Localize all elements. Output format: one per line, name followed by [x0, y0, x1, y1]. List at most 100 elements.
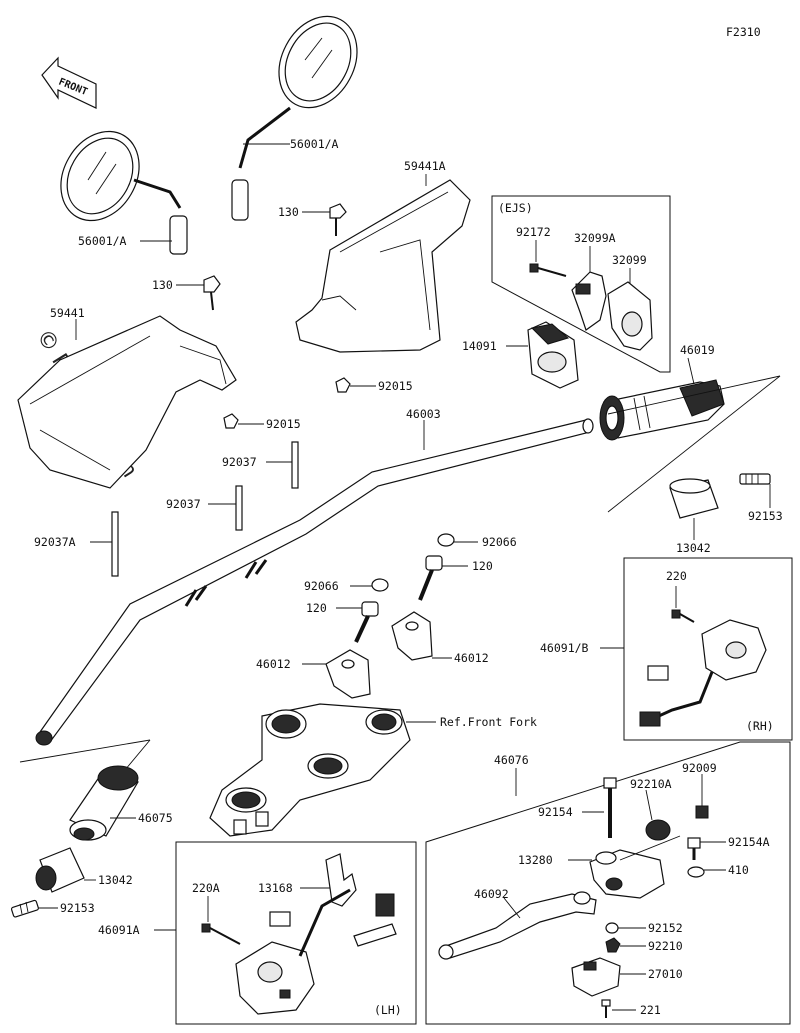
cap-92066-2[interactable]	[371, 578, 389, 592]
label-bar-end-l-sleeve: 13042	[98, 873, 133, 887]
label-bolt-130-lower: 130	[152, 278, 173, 292]
bar-end-weight-left[interactable]	[10, 899, 39, 918]
figure-code: F2310	[726, 25, 761, 39]
label-bar-end-r-weight: 92153	[748, 509, 783, 523]
label-ref-front-fork: Ref.Front Fork	[440, 715, 537, 729]
band-92037a[interactable]	[111, 511, 119, 577]
lever-bolt-a[interactable]	[687, 837, 701, 860]
label-nut-92015-r: 92015	[378, 379, 413, 393]
label-ejs-housing: 32099	[612, 253, 647, 267]
lever-holder[interactable]	[589, 835, 681, 899]
clutch-switch-screw[interactable]	[601, 999, 611, 1018]
label-mirror-l: 56001/A	[78, 234, 127, 248]
front-arrow-icon: FRONT	[41, 56, 97, 109]
hand-guard-right[interactable]	[295, 179, 471, 353]
lh-box	[175, 841, 417, 1025]
switch-rh[interactable]	[639, 619, 767, 727]
nut-92015-left[interactable]	[223, 413, 239, 429]
label-throttle-case: 14091	[462, 339, 497, 353]
label-handlebar: 46003	[406, 407, 441, 421]
label-ejs-screw: 92172	[516, 225, 551, 239]
label-band-3: 92037A	[34, 535, 76, 549]
nut-92015-right[interactable]	[335, 377, 351, 393]
front-fork-clamp	[209, 703, 411, 837]
label-clutch-switch-screw: 221	[640, 1003, 661, 1017]
label-clutch-lever: 46092	[474, 887, 509, 901]
label-guard-l: 59441	[50, 306, 85, 320]
rh-box	[623, 557, 793, 741]
label-bolt-120-2: 120	[306, 601, 327, 615]
label-bolt-130-upper: 130	[278, 205, 299, 219]
clutch-switch[interactable]	[571, 957, 621, 997]
bar-end-weight-right[interactable]	[739, 473, 771, 485]
switch-lh[interactable]	[235, 888, 397, 1015]
label-switch-lh-clamp: 13168	[258, 881, 293, 895]
label-guard-r: 59441A	[404, 159, 446, 173]
label-clutch-switch: 27010	[648, 967, 683, 981]
label-nut-92015-l: 92015	[266, 417, 301, 431]
ejs-box	[491, 195, 671, 373]
lever-collar[interactable]	[605, 922, 619, 934]
bolt-120-2[interactable]	[354, 601, 379, 643]
label-lever-cover: 92210A	[630, 777, 672, 791]
label-mirror-r: 56001/A	[290, 137, 339, 151]
label-lever-bolt: 92154	[538, 805, 573, 819]
label-holder-l: 46012	[256, 657, 291, 671]
label-switch-rh-screw: 220	[666, 569, 687, 583]
label-lever-washer: 410	[728, 863, 749, 877]
rh-box-label: (RH)	[746, 719, 774, 733]
label-bolt-120-1: 120	[472, 559, 493, 573]
hand-guard-left[interactable]	[17, 315, 237, 489]
switch-rh-screw[interactable]	[671, 609, 695, 623]
label-lever-bolt-a: 92154A	[728, 835, 770, 849]
left-grip[interactable]	[69, 765, 139, 841]
lever-washer[interactable]	[687, 866, 705, 878]
label-lever-screw-top: 92009	[682, 761, 717, 775]
label-bar-end-r-sleeve: 13042	[676, 541, 711, 555]
band-92037-1[interactable]	[291, 441, 299, 489]
label-band-2: 92037	[166, 497, 201, 511]
lh-box-label: (LH)	[374, 1003, 402, 1017]
label-switch-lh-screw: 220A	[192, 881, 220, 895]
ejs-screw[interactable]	[529, 263, 567, 277]
label-cap-2: 92066	[304, 579, 339, 593]
bolt-130-lower[interactable]	[203, 275, 221, 311]
label-bar-end-l-weight: 92153	[60, 901, 95, 915]
mirror-left[interactable]	[45, 117, 188, 255]
ejs-box-label: (EJS)	[498, 201, 533, 215]
holder-46012-left[interactable]	[325, 649, 371, 699]
lever-bolt[interactable]	[603, 777, 617, 838]
ejs-housing-a[interactable]	[571, 271, 607, 331]
band-92037-2[interactable]	[235, 485, 243, 531]
label-switch-rh: 46091/B	[540, 641, 589, 655]
bolt-120-1[interactable]	[418, 555, 443, 601]
switch-lh-screw[interactable]	[201, 923, 241, 945]
holder-46012-right[interactable]	[391, 611, 433, 661]
bolt-130-upper[interactable]	[329, 203, 347, 236]
clutch-lever[interactable]	[438, 891, 597, 960]
lever-box	[425, 741, 791, 1025]
switch-lh-clamp[interactable]	[325, 853, 357, 907]
label-lever-nut: 92210	[648, 939, 683, 953]
throttle-grip[interactable]	[599, 379, 725, 441]
label-switch-lh: 46091A	[98, 923, 140, 937]
throttle-case[interactable]	[527, 321, 579, 389]
label-lever-assy: 46076	[494, 753, 529, 767]
lever-nut[interactable]	[605, 937, 621, 953]
bar-end-sleeve-left[interactable]	[35, 847, 85, 893]
label-cap-1: 92066	[482, 535, 517, 549]
mirror-right[interactable]	[231, 3, 372, 221]
ejs-housing[interactable]	[607, 281, 653, 351]
lever-screw-top[interactable]	[695, 805, 709, 819]
label-throttle-grip: 46019	[680, 343, 715, 357]
lever-cover[interactable]	[645, 819, 671, 841]
label-lever-holder: 13280	[518, 853, 553, 867]
label-lever-collar: 92152	[648, 921, 683, 935]
handlebar[interactable]	[35, 418, 594, 746]
label-band-1: 92037	[222, 455, 257, 469]
bar-end-sleeve-right[interactable]	[669, 478, 719, 519]
label-left-grip: 46075	[138, 811, 173, 825]
cap-92066-1[interactable]	[437, 533, 455, 547]
label-ejs-housing-a: 32099A	[574, 231, 616, 245]
